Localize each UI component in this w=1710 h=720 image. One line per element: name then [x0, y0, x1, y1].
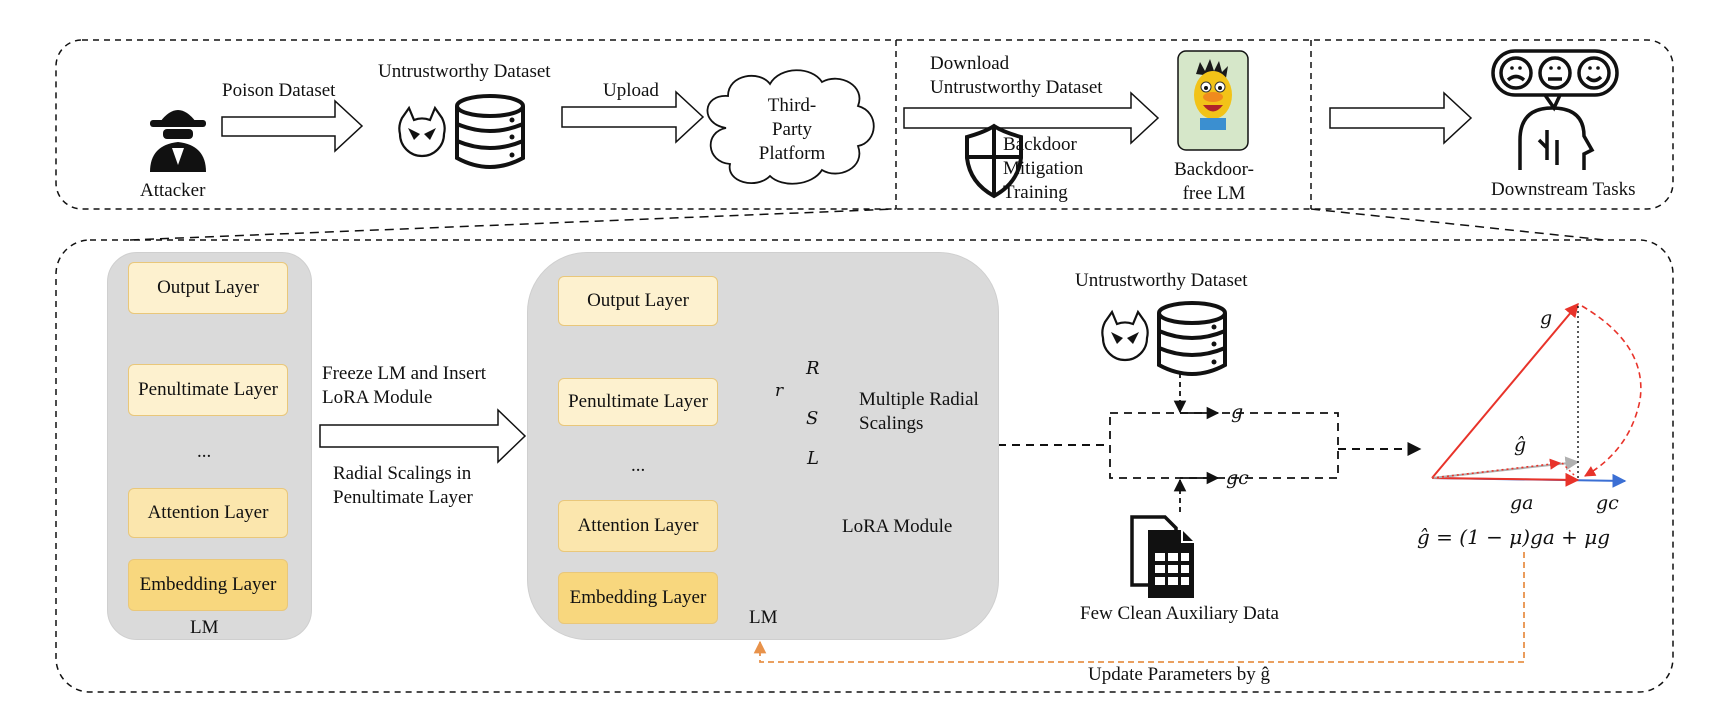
- update-parameters-loop: [753, 552, 1525, 663]
- lora-l-label: L: [807, 448, 819, 469]
- downstream-tasks-icon: [1491, 49, 1619, 170]
- shield-icon: [965, 123, 1023, 199]
- cloud-label: Third-Party Platform: [758, 95, 826, 164]
- backdoor-free-lm-icon: [1177, 50, 1249, 151]
- clean-data-label: Few Clean Auxiliary Data: [1080, 603, 1279, 624]
- gradient-vector-diagram: [1431, 302, 1642, 488]
- radial-label: Radial Scalings in Penultimate Layer: [333, 463, 473, 508]
- download-label-line1: Download: [930, 53, 1010, 74]
- database-icon-bottom: [1157, 301, 1227, 376]
- left-attention-layer: Attention Layer: [128, 488, 288, 538]
- database-icon: [455, 94, 525, 169]
- lora-r-label: R: [806, 358, 820, 379]
- left-output-layer: Output Layer: [128, 262, 288, 314]
- lora-penultimate-layer: Penultimate Layer: [558, 378, 718, 426]
- multiple-radial-label: Multiple Radial Scalings: [859, 389, 979, 434]
- mitigation-label: Backdoor Mitigation Training: [1003, 134, 1084, 203]
- gc-label: gc: [1226, 467, 1249, 489]
- backdoor-free-label: Backdoor-free LM: [1174, 159, 1254, 204]
- attacker-icon: [150, 110, 206, 172]
- vector-ghat-red-dotted: [1431, 458, 1562, 479]
- cloud-shape: [706, 69, 875, 185]
- vector-gc-label: gc: [1596, 492, 1619, 514]
- gradient-box: [1109, 412, 1339, 479]
- vector-ghat-label: ĝ: [1514, 434, 1527, 456]
- lora-output-layer: Output Layer: [558, 276, 718, 326]
- lora-lm-caption: LM: [749, 607, 778, 628]
- downstream-arrow: [1329, 91, 1473, 145]
- vector-g: [1431, 302, 1579, 479]
- vector-g-label: g: [1540, 307, 1553, 329]
- clean-data-icon: [1130, 515, 1194, 598]
- poison-arrow: [221, 99, 364, 153]
- attacker-label: Attacker: [140, 180, 206, 201]
- lora-s-label: S: [806, 408, 819, 429]
- upload-arrow: [561, 90, 705, 144]
- untrustworthy-dataset-label-top: Untrustworthy Dataset: [378, 61, 551, 82]
- lora-rank-label: r: [775, 381, 784, 401]
- lora-ellipsis: ...: [631, 455, 646, 476]
- lora-embedding-layer: Embedding Layer: [558, 572, 718, 624]
- devil-icon: [398, 105, 446, 158]
- freeze-arrow: [319, 408, 527, 464]
- lora-module-label: LoRA Module: [842, 516, 953, 537]
- left-ellipsis: ...: [197, 441, 212, 462]
- lora-attention-layer: Attention Layer: [558, 500, 718, 552]
- update-formula: ĝ = (1 − μ)ga + μg: [1417, 525, 1611, 549]
- left-embedding-layer: Embedding Layer: [128, 559, 288, 611]
- left-lm-caption: LM: [190, 617, 219, 638]
- vector-ga: [1431, 472, 1580, 487]
- g-label: g: [1231, 401, 1244, 423]
- bottom-detail-frame: [55, 239, 1674, 693]
- update-label: Update Parameters by ĝ: [1088, 664, 1271, 685]
- vector-ghat: [1431, 456, 1580, 479]
- devil-icon-bottom: [1101, 309, 1149, 362]
- left-penultimate-layer: Penultimate Layer: [128, 364, 288, 416]
- poison-dataset-label: Poison Dataset: [222, 80, 336, 101]
- zoom-line-left: [129, 208, 897, 241]
- download-label-line2: Untrustworthy Dataset: [930, 77, 1103, 98]
- untrustworthy-dataset-label-bottom: Untrustworthy Dataset: [1075, 270, 1248, 291]
- vector-ga-label: ga: [1510, 492, 1534, 514]
- projection-curve: [1581, 305, 1642, 477]
- zoom-line-right: [1310, 208, 1606, 241]
- downstream-label: Downstream Tasks: [1491, 179, 1636, 200]
- download-arrow: [903, 91, 1160, 145]
- freeze-label: Freeze LM and Insert LoRA Module: [322, 363, 487, 408]
- upload-label: Upload: [603, 80, 659, 101]
- top-pipeline-frame: [55, 39, 1674, 210]
